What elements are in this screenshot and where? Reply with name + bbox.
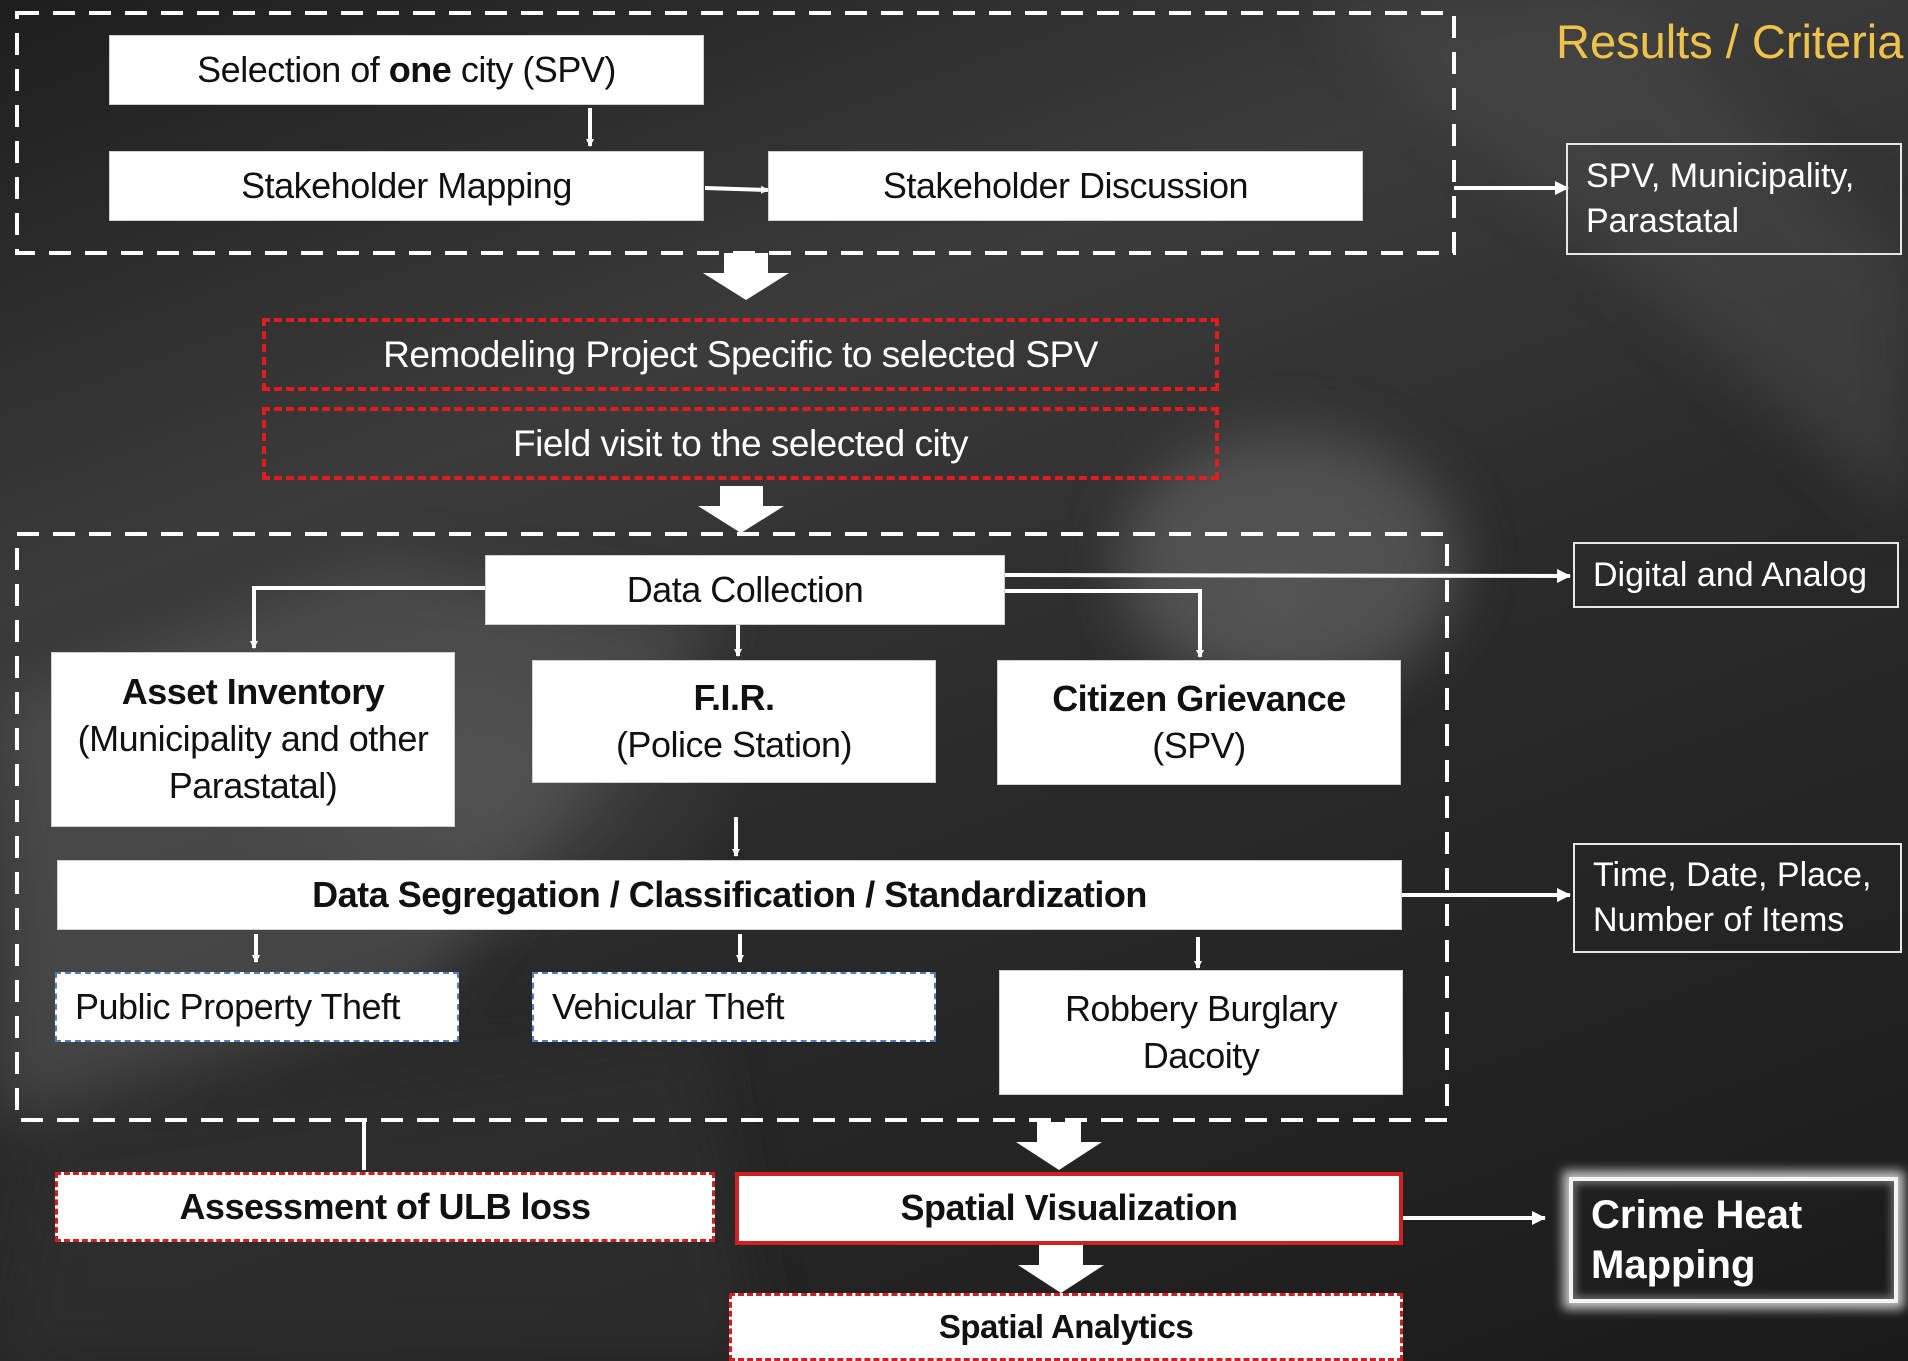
spatial-analytics-step: Spatial Analytics [729, 1293, 1403, 1361]
field-visit-step: Field visit to the selected city [262, 407, 1219, 480]
robbery-line2: Dacoity [1142, 1034, 1260, 1076]
robbery-category: Robbery Burglary Dacoity [999, 970, 1403, 1095]
spatial-visualization-step: Spatial Visualization [735, 1172, 1403, 1245]
stakeholders-criteria: SPV, Municipality, Parastatal [1566, 143, 1902, 255]
block-arrow-to-spatial-analytics [1018, 1243, 1104, 1293]
data-collection-step: Data Collection [485, 555, 1005, 625]
block-arrow-to-spatial-visualization [1016, 1122, 1102, 1170]
crime-heat-mapping-output: Crime Heat Mapping [1569, 1177, 1898, 1303]
stakeholders-criteria-line1: SPV, Municipality, [1586, 157, 1855, 196]
remodeling-step: Remodeling Project Specific to selected … [262, 318, 1219, 391]
crime-heat-mapping-line1: Crime Heat [1591, 1193, 1803, 1237]
public-property-theft-category: Public Property Theft [55, 972, 459, 1042]
asset-inventory-source: Asset Inventory (Municipality and other … [51, 652, 455, 827]
data-segregation-step: Data Segregation / Classification / Stan… [57, 860, 1402, 930]
stakeholders-criteria-line2: Parastatal [1586, 202, 1740, 240]
attributes-criteria-line1: Time, Date, Place, [1593, 856, 1872, 895]
attributes-criteria-line2: Number of Items [1593, 901, 1845, 939]
robbery-line1: Robbery Burglary [1064, 987, 1338, 1029]
results-criteria-heading: Results / Criteria [1556, 15, 1904, 68]
citizen-grievance-line2: (SPV) [1152, 724, 1246, 766]
attributes-criteria: Time, Date, Place, Number of Items [1573, 843, 1902, 953]
fir-source: F.I.R. (Police Station) [532, 660, 936, 783]
block-arrow-to-data-collection [698, 486, 784, 533]
city-selection-pre: Selection of [197, 48, 389, 90]
stakeholder-mapping-step: Stakeholder Mapping [109, 151, 704, 221]
data-type-criteria: Digital and Analog [1573, 542, 1899, 608]
ulb-loss-assessment-step: Assessment of ULB loss [55, 1172, 715, 1242]
crime-heat-mapping-line2: Mapping [1591, 1243, 1756, 1287]
city-selection-post: city (SPV) [451, 48, 617, 90]
asset-inventory-title: Asset Inventory [121, 671, 385, 713]
arrow-to-citizen-grievance [1005, 589, 1204, 658]
arrow-to-asset-inventory [250, 586, 485, 649]
block-arrow-to-remodeling [703, 253, 789, 300]
arrow-data-collection-to-criteria [1004, 568, 1571, 583]
citizen-grievance-source: Citizen Grievance (SPV) [997, 660, 1401, 785]
asset-inventory-line3: Parastatal) [168, 764, 338, 806]
arrow-mapping-to-discussion [704, 185, 769, 194]
vehicular-theft-category: Vehicular Theft [532, 972, 936, 1042]
asset-inventory-line2: (Municipality and other [77, 718, 429, 760]
fir-line2: (Police Station) [615, 723, 853, 765]
city-selection-step: Selection of one city (SPV) [109, 35, 704, 105]
fir-title: F.I.R. [693, 676, 775, 718]
stakeholder-discussion-step: Stakeholder Discussion [768, 151, 1363, 221]
citizen-grievance-title: Citizen Grievance [1052, 677, 1346, 719]
city-selection-emphasis: one [388, 48, 452, 90]
